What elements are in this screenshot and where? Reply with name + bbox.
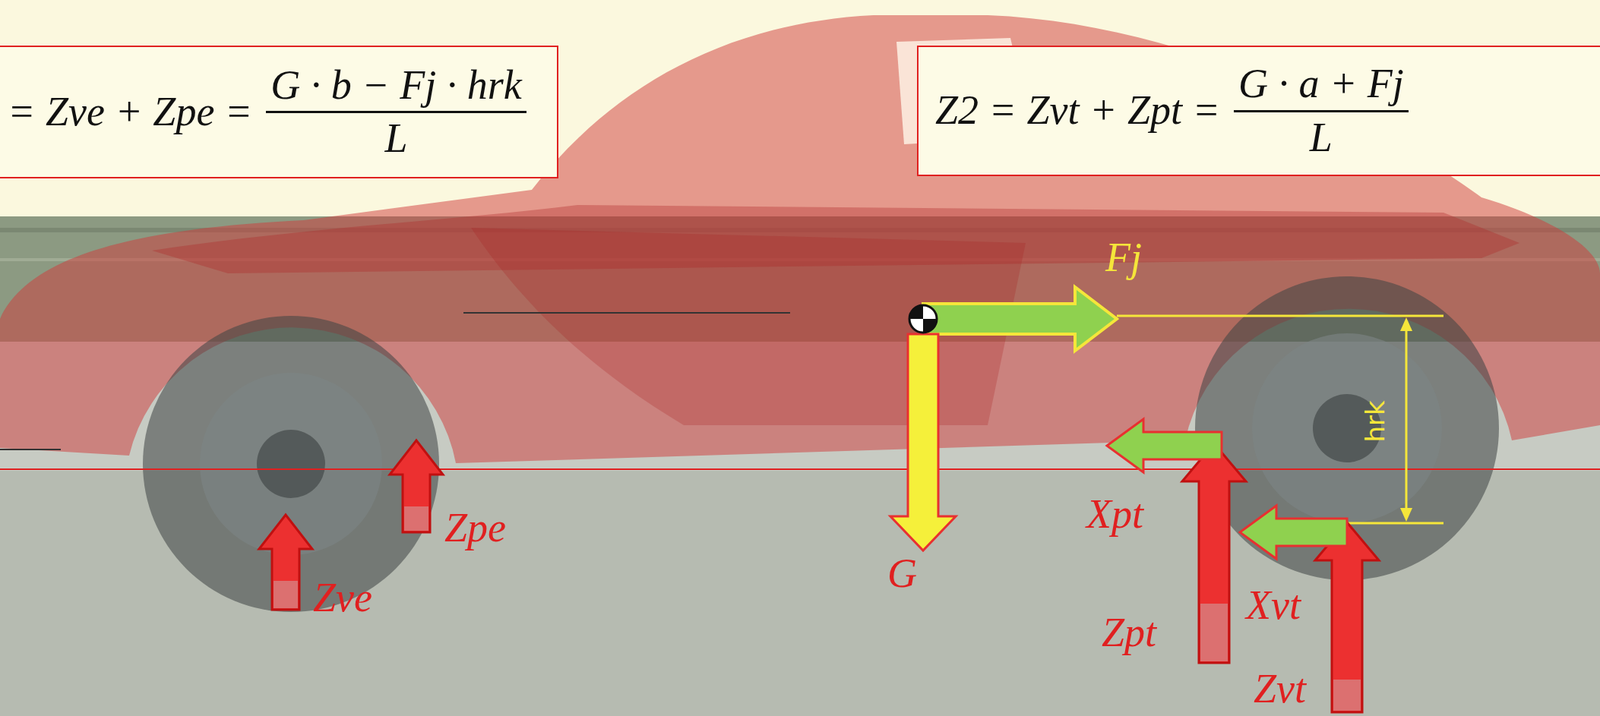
force-label: Zpt <box>1101 612 1157 654</box>
formula-lhs: Z2 = Zvt + Zpt = <box>935 88 1221 133</box>
fraction-bar <box>265 110 526 114</box>
fraction: G · a + Fj L <box>1233 61 1409 161</box>
force-label: Zvt <box>1253 668 1306 710</box>
fraction-denominator: L <box>1305 115 1338 161</box>
dimension-label: hrk <box>1362 400 1389 443</box>
fraction: G · b − Fj · hrkL <box>265 63 526 162</box>
force-label: Zve <box>313 577 373 619</box>
force-label: G <box>887 553 917 595</box>
force-label: Zpe <box>444 507 506 549</box>
fraction-bar <box>1233 110 1409 113</box>
force-label: Xpt <box>1086 493 1144 535</box>
fraction-numerator: G · a + Fj <box>1233 61 1409 107</box>
formula-lhs: = Zve + Zpe = <box>7 89 253 135</box>
formula-box: = Zve + Zpe = G · b − Fj · hrkL <box>0 45 559 179</box>
fraction-numerator: G · b − Fj · hrk <box>265 63 526 108</box>
fraction-denominator: L <box>379 116 412 162</box>
formula-box: Z2 = Zvt + Zpt = G · a + Fj L <box>916 45 1600 177</box>
force-label: Xvt <box>1245 584 1301 627</box>
force-label: Fj <box>1105 237 1142 279</box>
